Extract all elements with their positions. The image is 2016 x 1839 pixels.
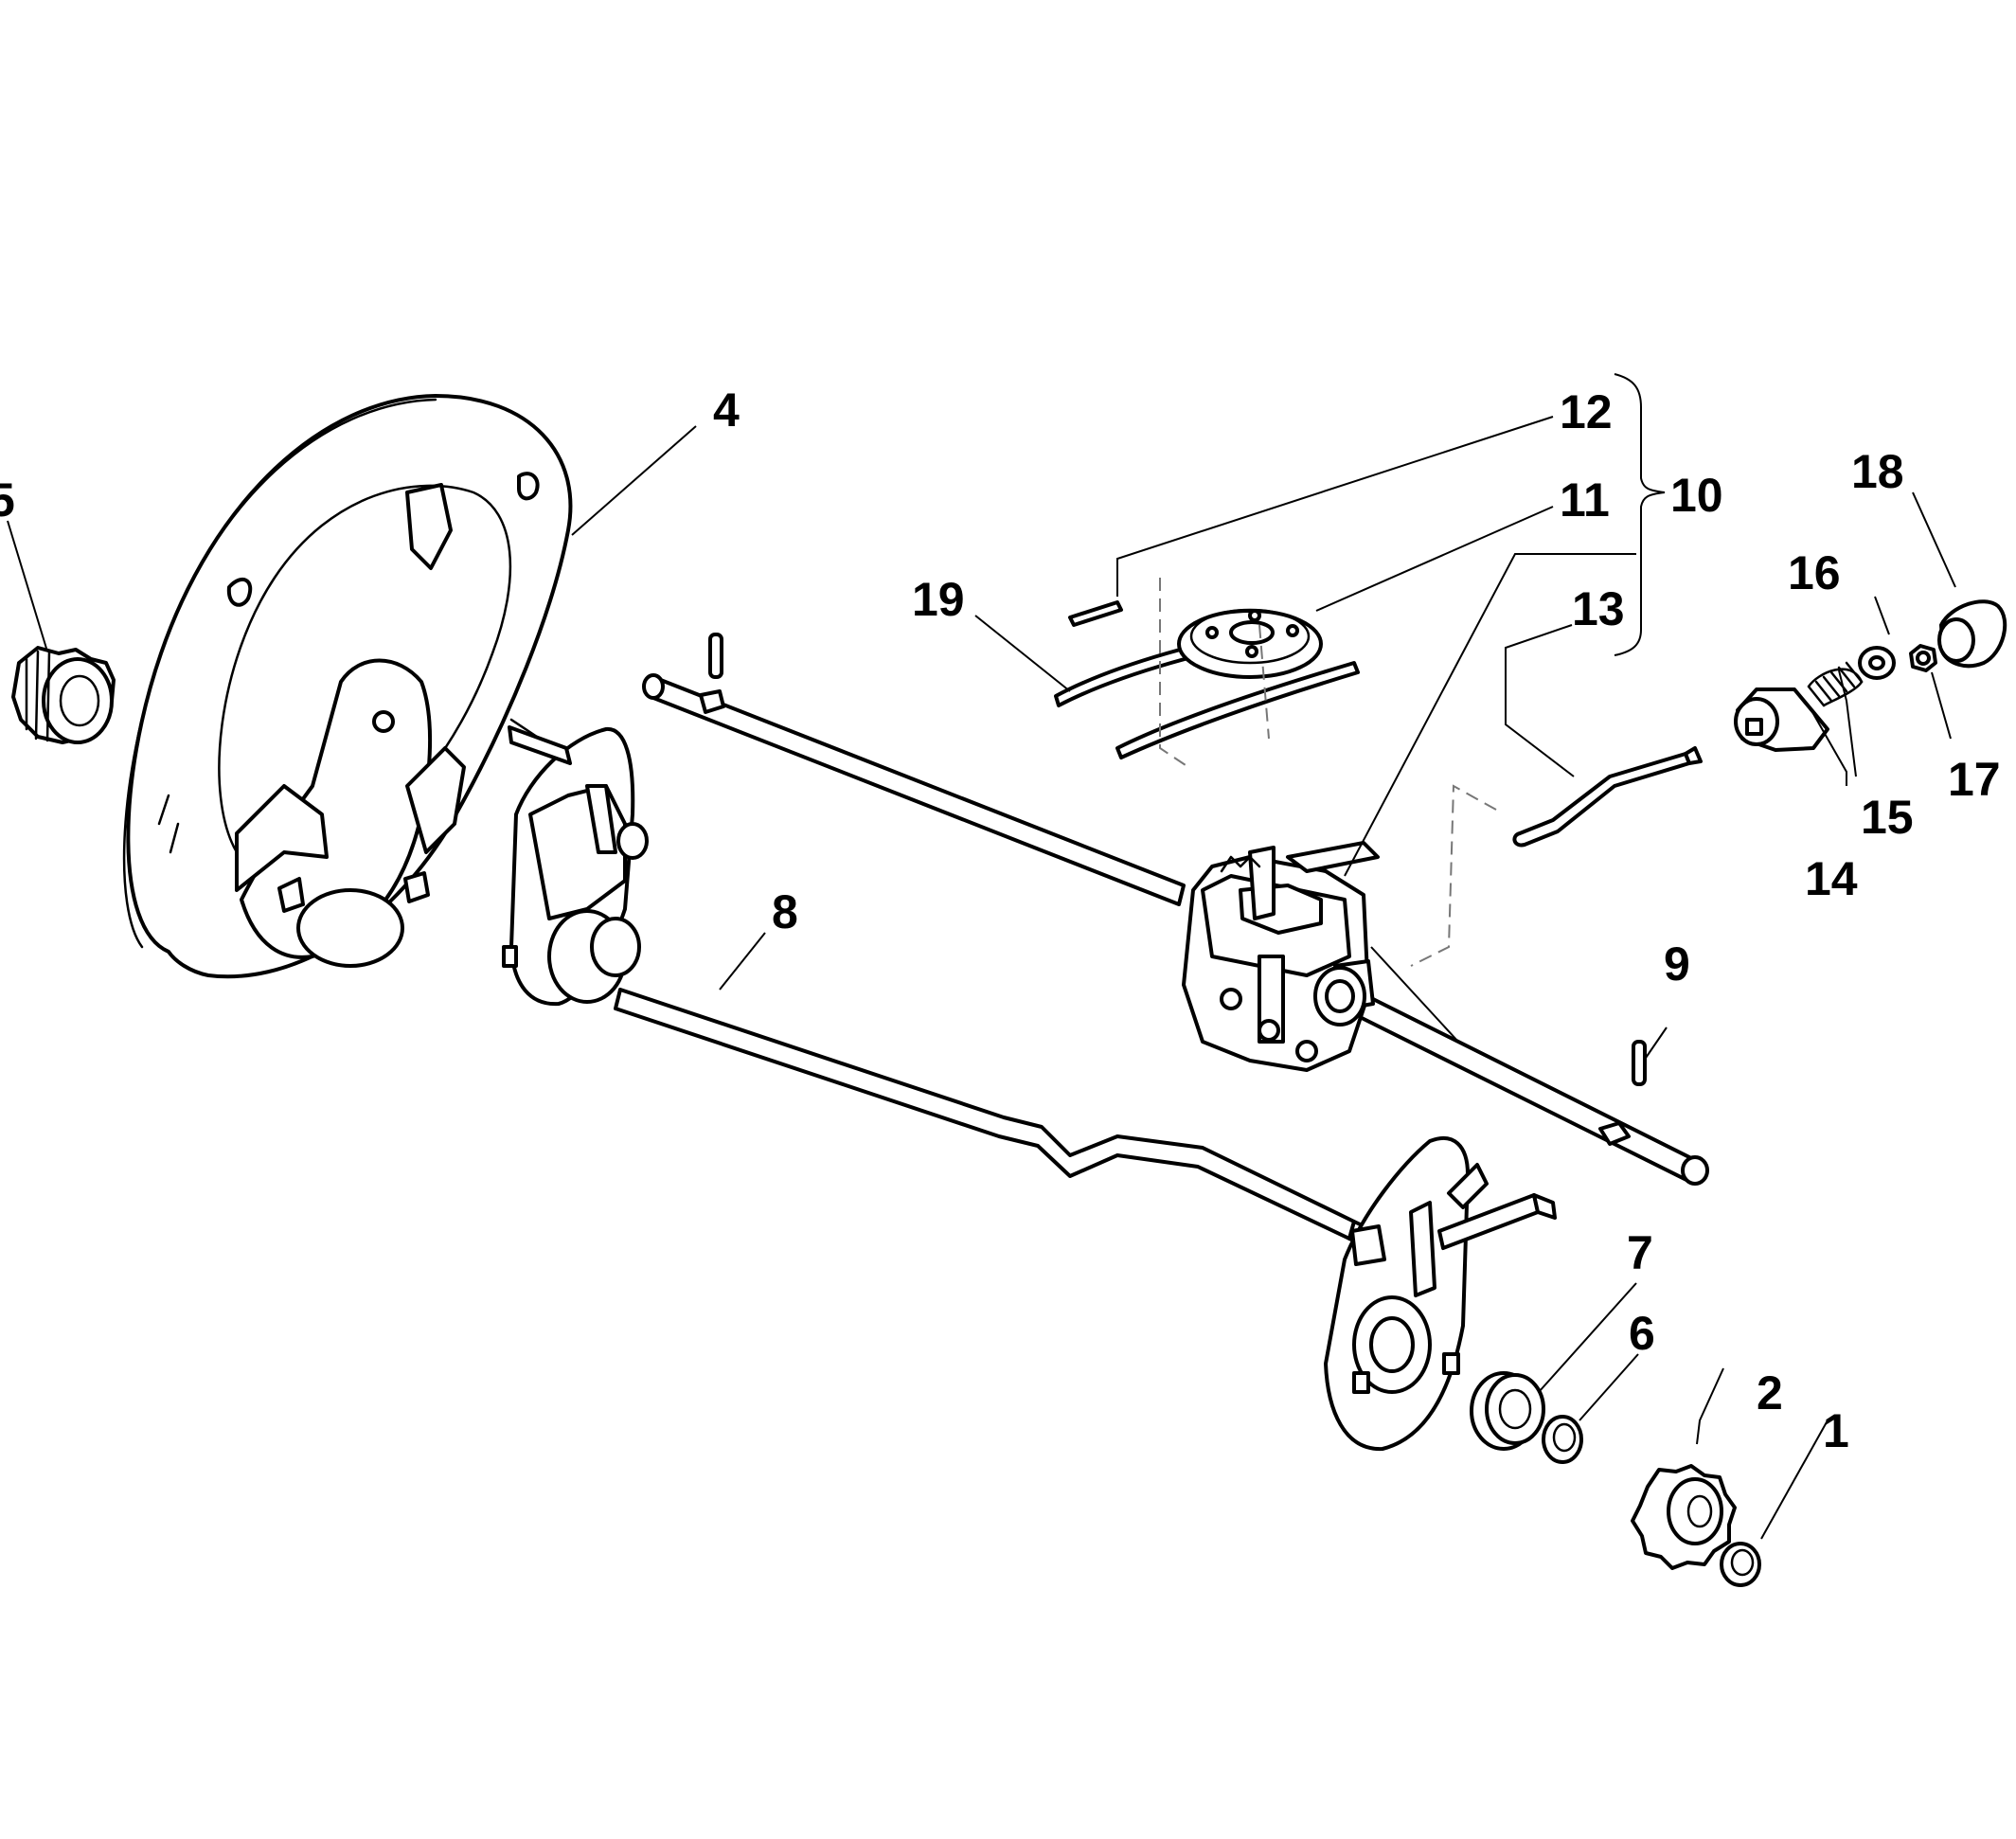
callout-19: 19 xyxy=(912,573,965,626)
part-2-pinion-gear xyxy=(1631,1464,1737,1570)
callout-5: 5 xyxy=(0,473,15,527)
part-5-drive-pinion xyxy=(11,646,116,744)
callout-18: 18 xyxy=(1851,445,1904,498)
callout-7: 7 xyxy=(1627,1226,1653,1279)
callout-4: 4 xyxy=(713,384,740,437)
callout-8: 8 xyxy=(772,885,798,938)
right-axle-bracket xyxy=(1324,1135,1557,1452)
part-12-pin xyxy=(1068,600,1123,627)
part-15-spring xyxy=(1807,661,1864,707)
dashed-assembly-lines xyxy=(1159,578,1497,967)
part-18-cap xyxy=(1937,599,2007,669)
part-13-shift-rod xyxy=(1512,746,1703,848)
callout-2: 2 xyxy=(1757,1366,1783,1419)
gearbox-assembly xyxy=(1182,841,1380,1072)
callout-17: 17 xyxy=(1948,753,2001,806)
part-16-washer xyxy=(1858,646,1896,680)
part-17-nut xyxy=(1909,644,1937,672)
callout-labels: 1 2 4 5 6 7 8 9 10 11 12 13 14 15 16 17 … xyxy=(0,384,2001,1457)
callout-12: 12 xyxy=(1560,385,1613,438)
callout-1: 1 xyxy=(1823,1404,1849,1457)
part-9-pin xyxy=(1632,1040,1647,1086)
callout-6: 6 xyxy=(1629,1307,1655,1360)
callout-14: 14 xyxy=(1805,852,1858,905)
left-axle-bracket xyxy=(502,718,649,1007)
callout-11: 11 xyxy=(1560,473,1610,527)
part-14-clutch-cam xyxy=(1734,687,1829,752)
callout-9: 9 xyxy=(1664,937,1690,991)
part-7-bearing xyxy=(1470,1371,1545,1451)
drive-shaft xyxy=(642,673,1709,1186)
callout-15: 15 xyxy=(1861,791,1914,844)
top-pin xyxy=(708,633,723,679)
leader-lines xyxy=(7,373,1956,1540)
part-1-circlip xyxy=(1720,1542,1761,1587)
callout-13: 13 xyxy=(1572,582,1625,635)
callout-16: 16 xyxy=(1788,546,1841,599)
part-11-pulley xyxy=(1054,608,1360,759)
callout-10: 10 xyxy=(1670,469,1723,522)
part-6-circlip xyxy=(1542,1415,1583,1464)
part-4-wheel-cover xyxy=(122,394,573,979)
